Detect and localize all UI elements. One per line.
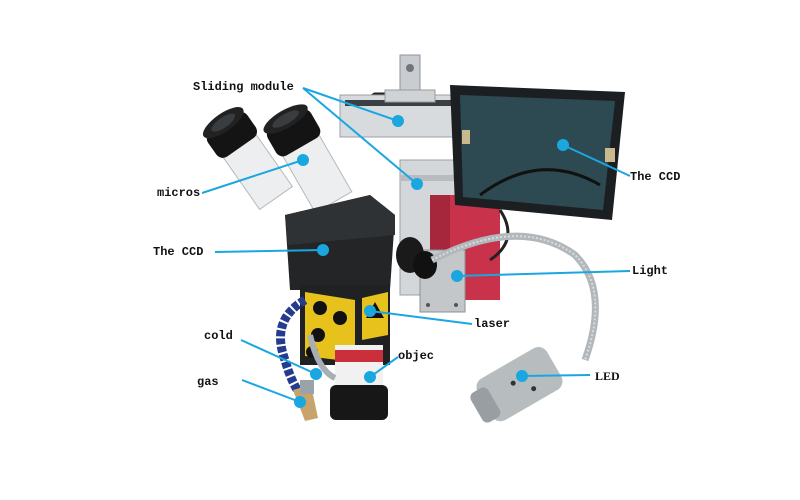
label-the-ccd-left: The CCD <box>153 245 204 259</box>
label-led: LED <box>595 369 620 383</box>
led-lamp <box>430 232 599 423</box>
label-light: Light <box>632 264 669 278</box>
ccd-monitor <box>450 85 625 262</box>
label-laser: laser <box>474 317 511 331</box>
label-sliding-module: Sliding module <box>193 80 294 94</box>
label-objec: objec <box>398 349 435 363</box>
leader-lines <box>201 87 631 408</box>
laser-head <box>300 285 390 420</box>
laser-source-box <box>419 195 500 313</box>
label-gas: gas <box>197 375 219 389</box>
label-cold: cold <box>204 329 233 343</box>
label-micros: micros <box>157 186 201 200</box>
label-the-ccd-right: The CCD <box>630 170 681 184</box>
microscope <box>202 104 437 290</box>
